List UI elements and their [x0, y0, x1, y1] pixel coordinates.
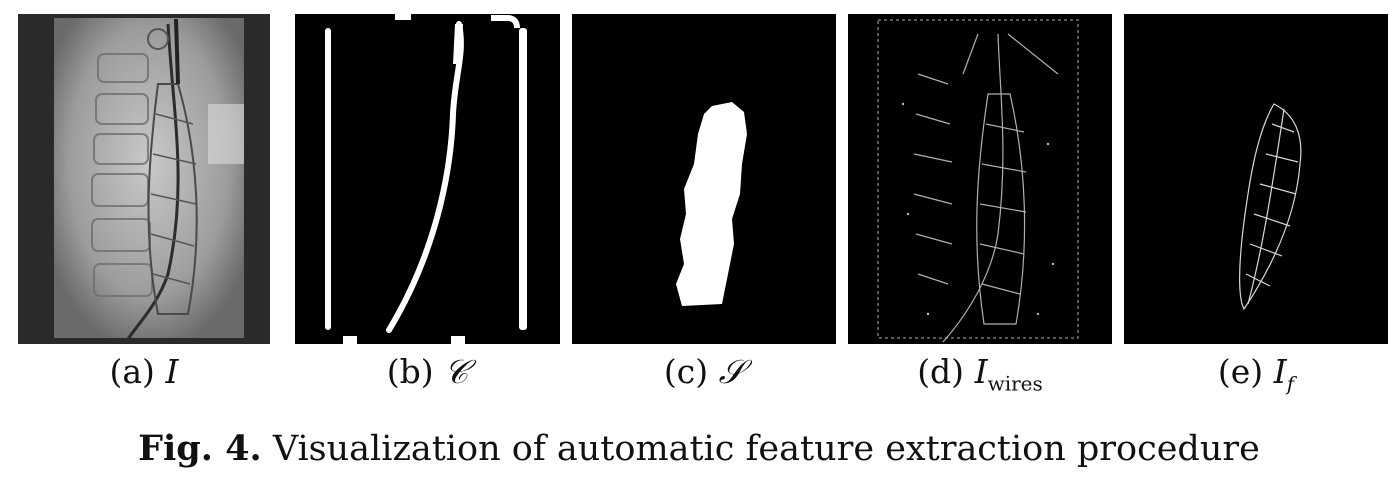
- subcaption-c: (c) 𝒮: [663, 352, 745, 391]
- subcaption-a: (a) I: [109, 352, 179, 391]
- panel-a-xray-image: [18, 14, 270, 344]
- figure-caption-text: Visualization of automatic feature extra…: [272, 429, 1260, 469]
- panel-b-catheter-mask: [295, 14, 560, 344]
- panel-c-segmentation-mask: [572, 14, 836, 344]
- subcaption-d: (d) Iwires: [917, 352, 1043, 396]
- figure-caption: Fig. 4. Visualization of automatic featu…: [0, 428, 1398, 469]
- subcaption-e: (e) If: [1217, 352, 1295, 396]
- subcaption-b: (b) 𝒞: [386, 352, 469, 391]
- panel-d-wires-image: [848, 14, 1112, 344]
- panel-e-feature-image: [1124, 14, 1388, 344]
- figure-number: Fig. 4.: [138, 428, 262, 469]
